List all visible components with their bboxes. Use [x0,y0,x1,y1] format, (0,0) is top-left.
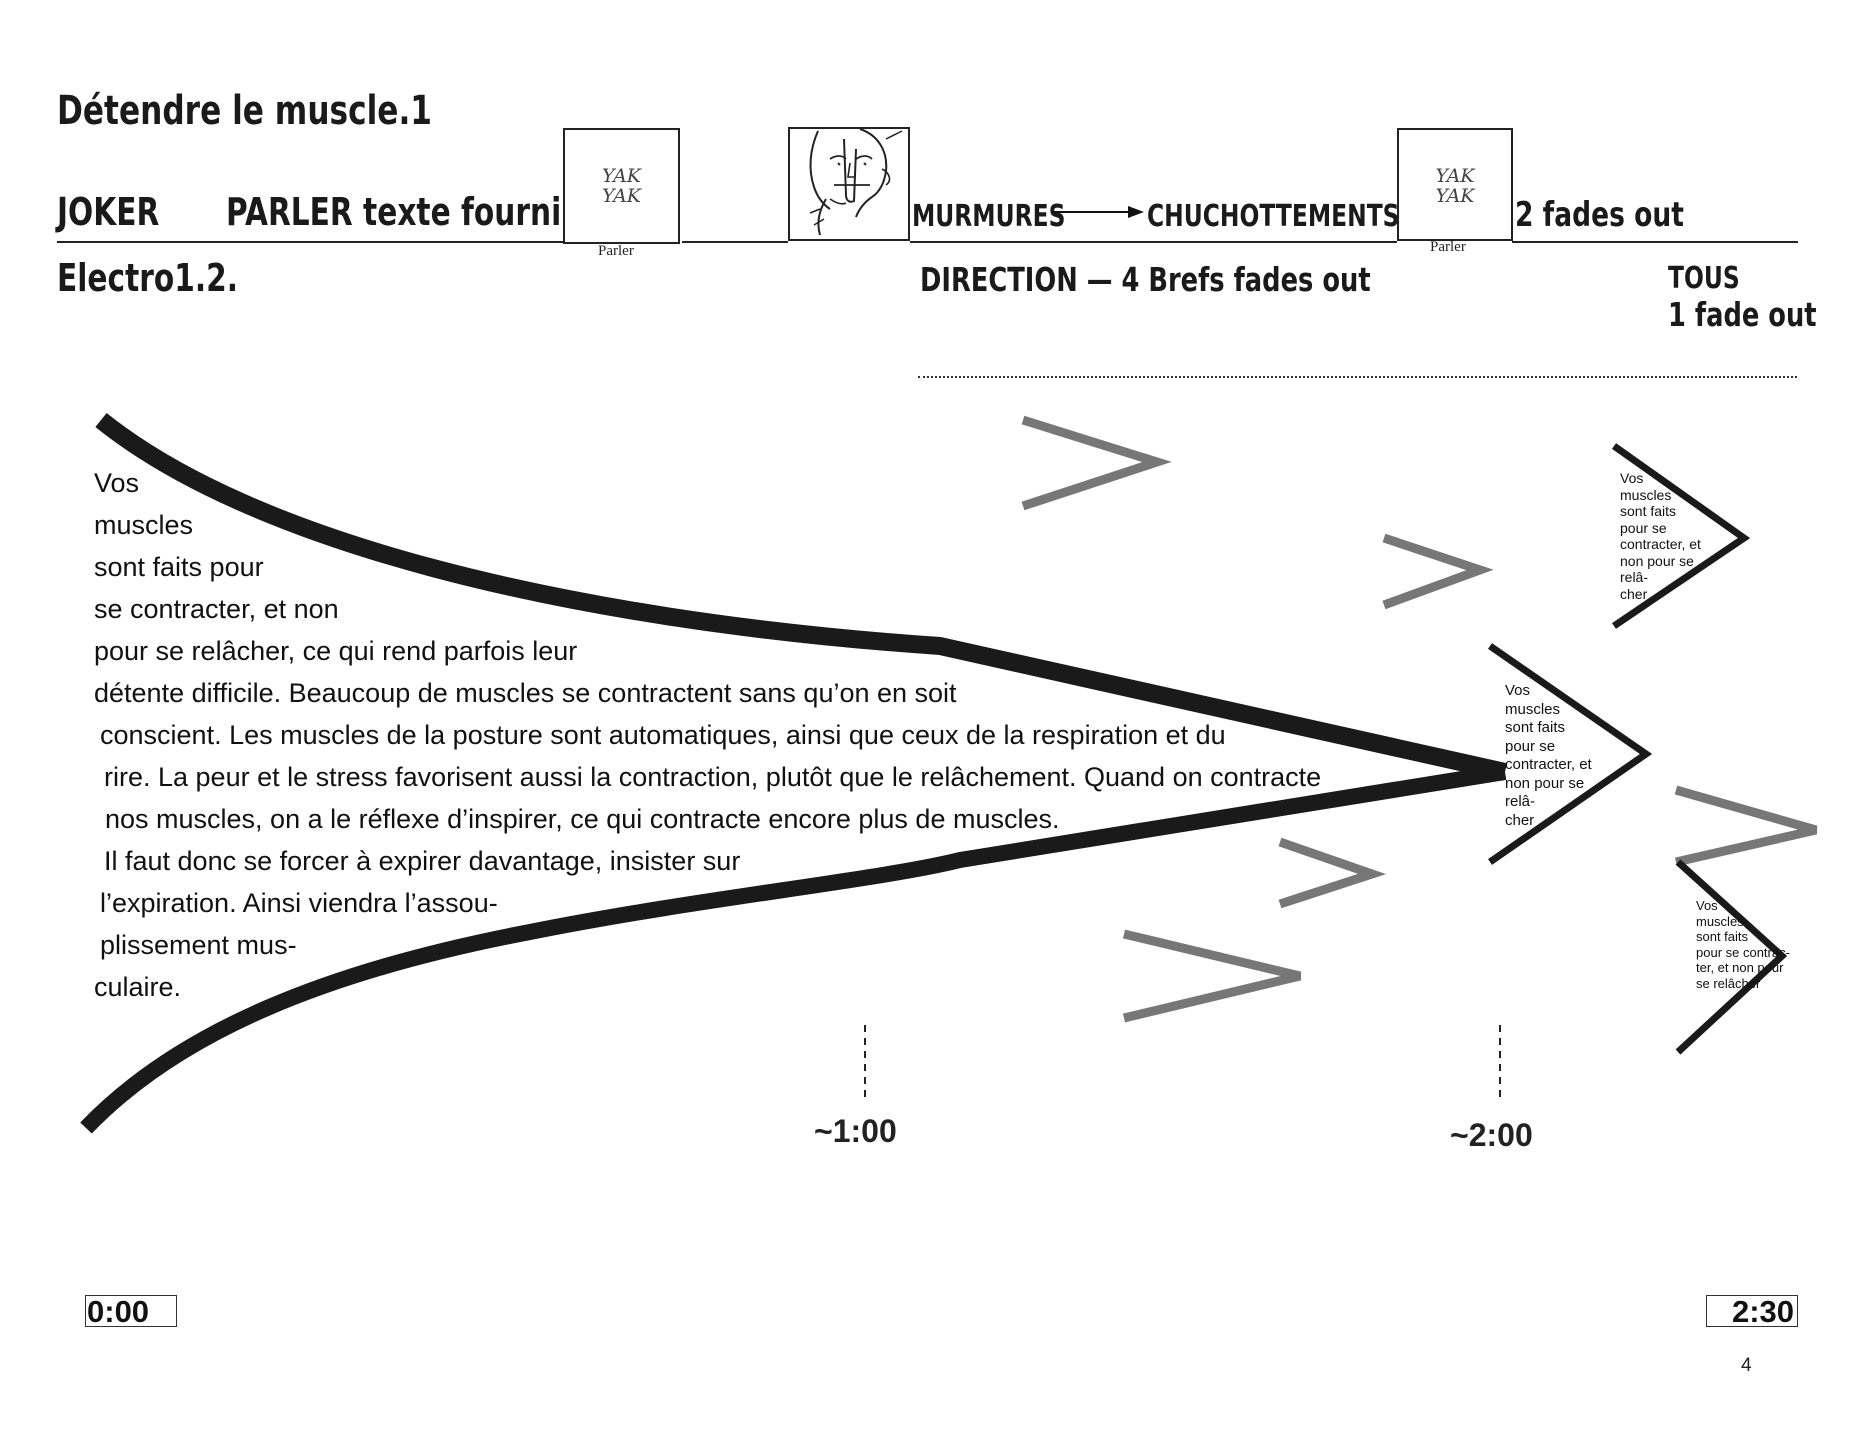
converging-arrow-upper [95,412,1507,781]
mini-line: ter, et non pour [1696,960,1784,975]
mini-line: relâ- [1505,793,1536,810]
chevron-text-top-right: Vos muscles sont faits pour se contracte… [1620,470,1701,602]
yak-text: YAK [1435,185,1475,207]
mini-line: pour se contrac- [1696,944,1790,960]
mini-line: pour se [1505,737,1556,755]
grey-chevron [1278,837,1387,909]
text-line: l’expiration. Ainsi viendra l’assou- [100,888,498,918]
chevron-text-middle: Vos muscles sont faits pour se contracte… [1505,682,1592,830]
mini-line: non pour se [1620,552,1694,569]
parler-pictogram: YAK YAK [1397,128,1513,241]
grey-chevron [1674,785,1818,867]
header-rule-right [1512,241,1798,243]
text-line: détente difficile. Beaucoup de muscles s… [94,678,957,708]
text-line: conscient. Les muscles de la posture son… [100,720,1226,750]
black-chevron [1675,859,1788,1055]
text-line: plissement mus- [100,930,297,960]
parler-caption: Parler [1430,239,1466,255]
text-line: Il faut donc se forcer à expirer davanta… [104,846,741,876]
grey-chevron [1382,533,1494,610]
mini-line: muscles [1620,486,1672,503]
header-rule-mid-2 [910,241,1397,243]
joker-label: JOKER [57,190,160,234]
grey-chevron [1021,415,1172,511]
header-rule-left [57,241,563,243]
mini-line: muscles [1696,913,1744,929]
text-line: sont faits pour [94,552,264,582]
parler-texte-label: PARLER texte fourni [226,190,562,234]
text-line: culaire. [94,972,182,1002]
text-line: rire. La peur et le stress favorisent au… [104,762,1322,792]
mini-line: Vos [1505,682,1531,699]
mini-line: muscles [1505,700,1561,718]
yak-text: YAK [1435,165,1475,187]
murmures-arrowhead [1128,206,1144,218]
murmures-label: MURMURES [912,199,1066,234]
one-fade-out-label: 1 fade out [1668,295,1817,334]
text-line: pour se relâcher, ce qui rend parfois le… [94,636,578,666]
electro-label: Electro1.2. [57,256,238,300]
direction-label: DIRECTION — 4 Brefs fades out [920,260,1371,299]
black-chevron [1611,443,1751,629]
two-fades-out-label: 2 fades out [1515,195,1684,235]
mini-line: pour se [1620,519,1667,536]
parler-pictogram: YAK YAK [563,128,680,244]
direction-dotted-rule [918,376,1797,378]
tous-label: TOUS [1668,261,1740,296]
mini-line: relâ- [1620,569,1649,585]
time-mark-2: ~2:00 [1450,1117,1533,1153]
mini-line: contracter, et [1620,536,1701,552]
yak-text: YAK [602,165,641,187]
mini-line: contracter, et [1505,756,1592,773]
mini-line: sont faits [1696,929,1749,944]
main-text: Vos muscles sont faits pour se contracte… [94,462,1321,1008]
text-line: nos muscles, on a le réflexe d’inspirer,… [105,804,1060,834]
text-line: se contracter, et non [94,594,339,624]
mini-line: cher [1620,585,1648,602]
text-line: Vos [94,468,140,498]
converging-arrow-lower [80,764,1507,1134]
yak-text: YAK [602,185,641,207]
text-line: muscles [94,510,194,540]
time-mark-1: ~1:00 [814,1113,897,1149]
mini-line: se relâcher [1696,975,1761,991]
header-rule-mid-1 [682,241,788,243]
page-number: 4 [1741,1355,1752,1376]
finger-on-lips-icon [788,127,910,241]
end-time-box: 2:30 [1706,1295,1798,1328]
chuchottements-label: CHUCHOTTEMENTS [1147,199,1400,234]
mini-line: non pour se [1505,774,1585,792]
mini-line: sont faits [1620,503,1677,519]
chevron-text-bottom-right: Vos muscles sont faits pour se contrac- … [1696,898,1790,991]
silence-face-icon [809,129,903,236]
mini-line: sont faits [1505,719,1566,736]
page-title: Détendre le muscle.1 [57,88,433,134]
black-chevron [1488,643,1653,865]
parler-caption: Parler [598,243,634,259]
mini-line: cher [1505,811,1535,829]
start-time-box: 0:00 [85,1295,177,1328]
mini-line: Vos [1696,898,1718,913]
grey-chevron [1122,929,1302,1023]
mini-line: Vos [1620,470,1644,486]
